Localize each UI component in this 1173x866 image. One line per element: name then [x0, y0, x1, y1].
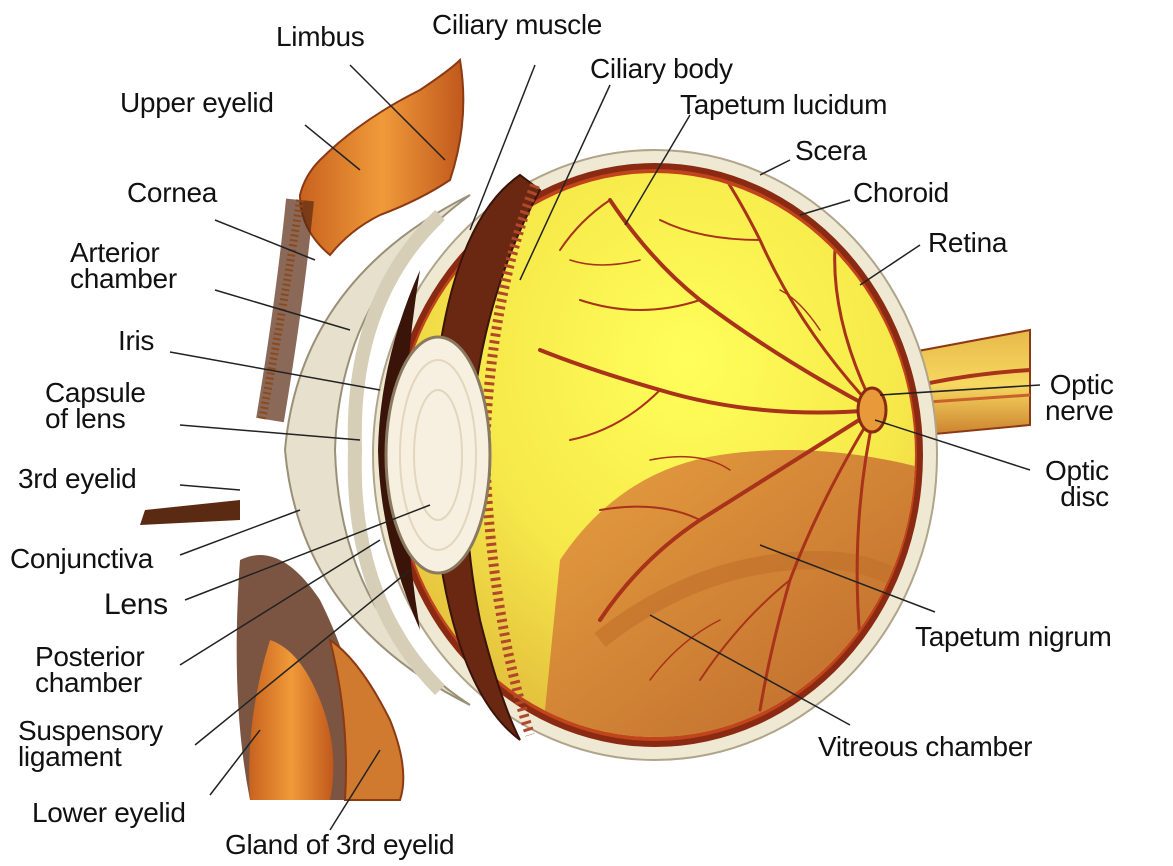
label-lens: Lens — [104, 592, 168, 618]
label-iris: Iris — [118, 328, 154, 354]
label-limbus: Limbus — [276, 24, 364, 50]
label-optic-nerve: Optic nerve — [1045, 372, 1114, 424]
label-scera: Scera — [795, 138, 867, 164]
label-conjunctiva: Conjunctiva — [10, 546, 153, 572]
label-optic-disc: Optic disc — [1045, 458, 1109, 510]
label-choroid: Choroid — [853, 180, 949, 206]
label-ciliary-body: Ciliary body — [590, 56, 733, 82]
label-capsule-of-lens: Capsule of lens — [45, 380, 146, 432]
label-suspensory-ligament: Suspensory ligament — [18, 718, 163, 770]
label-ciliary-muscle: Ciliary muscle — [432, 12, 602, 38]
label-upper-eyelid: Upper eyelid — [120, 90, 274, 116]
label-third-eyelid: 3rd eyelid — [18, 466, 136, 492]
label-vitreous-chamber: Vitreous chamber — [818, 734, 1032, 760]
label-gland-of-3rd-eyelid: Gland of 3rd eyelid — [225, 832, 454, 858]
label-tapetum-nigrum: Tapetum nigrum — [915, 624, 1112, 650]
label-lower-eyelid: Lower eyelid — [32, 800, 186, 826]
label-arterior-chamber: Arterior chamber — [70, 240, 177, 292]
label-tapetum-lucidum: Tapetum lucidum — [680, 92, 887, 118]
label-retina: Retina — [928, 230, 1007, 256]
label-posterior-chamber: Posterior chamber — [35, 644, 144, 696]
lens-shape — [386, 337, 490, 573]
label-cornea: Cornea — [127, 180, 217, 206]
